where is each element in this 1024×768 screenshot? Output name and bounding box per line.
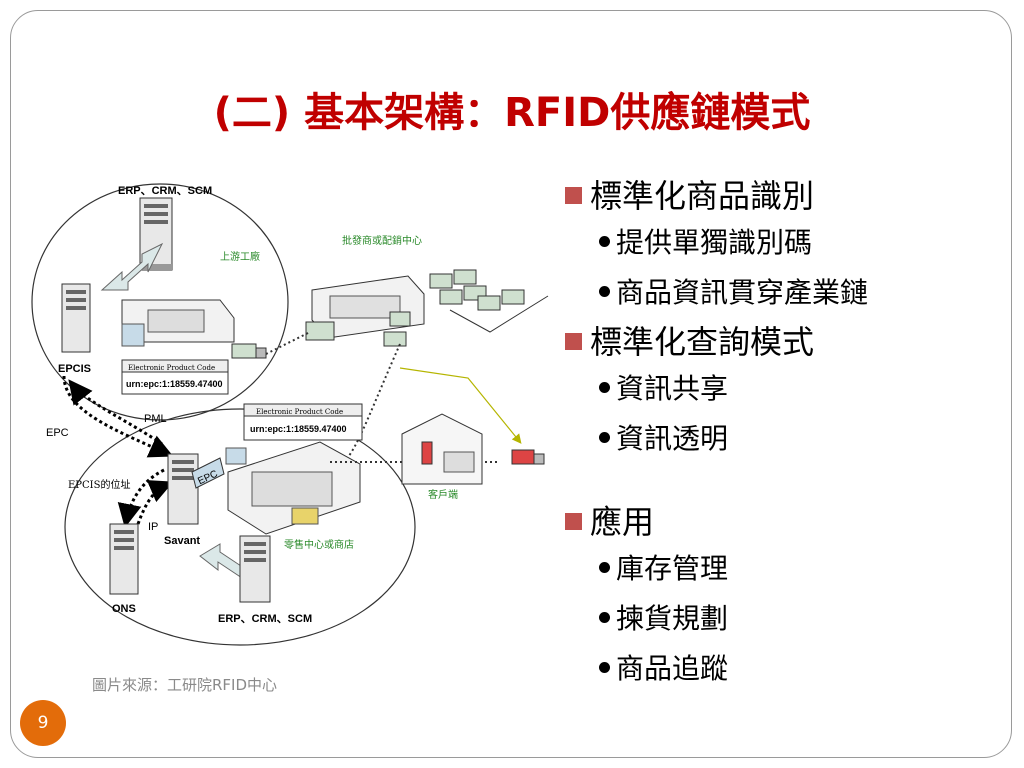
savant-server-icon (167, 453, 199, 525)
epc-tag-2 (243, 403, 363, 441)
square-bullet-icon (565, 513, 582, 530)
truck-icon (231, 343, 267, 359)
downstream-systems-label: ERP、CRM、SCM (218, 613, 312, 625)
bullet-3-label: 應用 (590, 503, 655, 541)
bullet-3-sub-1: 庫存管理 (565, 546, 1005, 596)
distribution-center-icon (305, 275, 425, 347)
dot-bullet-icon (599, 662, 610, 673)
page-number-badge: 9 (20, 700, 66, 746)
epc-left-label: EPC (46, 427, 69, 439)
bullet-3-sub-2-label: 揀貨規劃 (616, 602, 729, 635)
epc-tag-2-title: Electronic Product Code (256, 408, 343, 416)
bullet-2-label: 標準化查詢模式 (590, 323, 815, 361)
dot-bullet-icon (599, 562, 610, 573)
square-bullet-icon (565, 333, 582, 350)
dot-bullet-icon (599, 612, 610, 623)
rfid-supply-chain-diagram: ERP、CRM、SCM EPCIS 上游工廠 Electronic Produc… (31, 183, 549, 646)
pml-label: PML (144, 413, 167, 425)
supply-flow-line (265, 331, 311, 355)
rfid-reader-icon (225, 447, 247, 465)
savant-ons-link (117, 468, 165, 528)
bullet-1-label: 標準化商品識別 (590, 177, 815, 215)
distribution-center-label: 批發商或配銷中心 (342, 234, 422, 247)
savant-label: Savant (164, 535, 200, 547)
bullet-3: 應用 (565, 500, 1005, 546)
bullet-2-sub-2-label: 資訊透明 (616, 422, 729, 455)
bullet-2: 標準化查詢模式 (565, 320, 1005, 366)
bullet-3-sub-1-label: 庫存管理 (616, 552, 729, 585)
customer-house-icon (401, 413, 483, 485)
customer-truck-icon (511, 449, 545, 465)
ons-label: ONS (112, 603, 136, 615)
upstream-factory-icon (121, 299, 235, 347)
truck-fleet-icon (429, 269, 549, 333)
epc-tag-1-code: urn:epc:1:18559.47400 (126, 379, 223, 389)
image-source-caption: 圖片來源：工研院RFID中心 (92, 676, 278, 694)
savant-epcis-link (68, 379, 163, 446)
slide-title: (二) 基本架構：RFID供應鏈模式 (213, 90, 811, 136)
bullet-spacer (565, 466, 1005, 500)
bullet-3-sub-3-label: 商品追蹤 (616, 652, 729, 685)
downstream-zone (64, 408, 416, 646)
bullet-2-sub-2: 資訊透明 (565, 416, 1005, 466)
supply-flow-line-2 (345, 343, 401, 461)
upstream-server-icon (139, 197, 173, 271)
ons-server-icon (109, 523, 139, 595)
bullet-3-sub-3: 商品追蹤 (565, 646, 1005, 696)
epc-tag-2-code: urn:epc:1:18559.47400 (250, 424, 347, 434)
epc-badge (191, 457, 225, 489)
square-bullet-icon (565, 187, 582, 204)
epc-tag-1 (121, 359, 229, 395)
dot-bullet-icon (599, 286, 610, 297)
epcis-server-icon (61, 283, 91, 353)
retail-store-icon (227, 441, 361, 535)
upstream-zone (31, 183, 289, 421)
upstream-exchange-arrow (100, 242, 164, 291)
ons-savant-link (136, 480, 174, 525)
epcis-address-label: EPCIS的位址 (68, 478, 130, 491)
slide-frame (10, 10, 1012, 758)
epc-tag-1-title: Electronic Product Code (128, 364, 215, 372)
bullet-list: 標準化商品識別 提供單獨識別碼 商品資訊貫穿產業鏈 標準化查詢模式 資訊共享 資… (565, 174, 1005, 696)
dot-bullet-icon (599, 382, 610, 393)
bullet-1-sub-1: 提供單獨識別碼 (565, 220, 1005, 270)
bullet-1-sub-2-label: 商品資訊貫穿產業鏈 (616, 276, 869, 309)
bullet-1: 標準化商品識別 (565, 174, 1005, 220)
upstream-systems-label: ERP、CRM、SCM (118, 185, 212, 197)
bullet-1-sub-2: 商品資訊貫穿產業鏈 (565, 270, 1005, 320)
bullet-3-sub-2: 揀貨規劃 (565, 596, 1005, 646)
upstream-factory-label: 上游工廠 (220, 250, 260, 263)
customer-label: 客戶端 (428, 488, 458, 501)
bullet-1-sub-1-label: 提供單獨識別碼 (616, 226, 813, 259)
bullet-2-sub-1: 資訊共享 (565, 366, 1005, 416)
epcis-savant-link (62, 375, 174, 458)
epcis-label: EPCIS (58, 363, 91, 375)
downstream-server-icon (239, 535, 271, 603)
dot-bullet-icon (599, 236, 610, 247)
dot-bullet-icon (599, 432, 610, 443)
bullet-2-sub-1-label: 資訊共享 (616, 372, 729, 405)
customer-flow-arrow (399, 367, 522, 444)
retail-center-label: 零售中心或商店 (284, 538, 354, 551)
ip-label: IP (148, 521, 158, 533)
